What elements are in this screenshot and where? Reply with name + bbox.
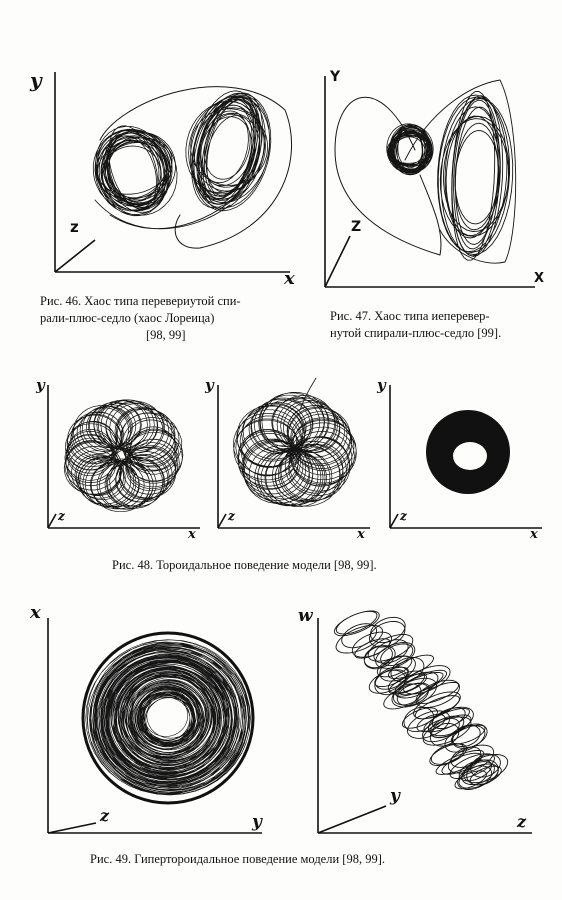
- fig49-loop-b: [413, 691, 461, 720]
- fig48a-label-x: x: [188, 527, 196, 542]
- fig49-panel-a-axes: [47, 618, 262, 834]
- fig46-label-x: x: [284, 268, 295, 289]
- fig49-loop-b: [368, 669, 407, 696]
- fig49-loop-b: [375, 642, 416, 669]
- fig48-torus-c-hole: [453, 442, 487, 470]
- fig47-caption-line1: Рис. 47. Хаос типа иеперевер-: [330, 309, 490, 323]
- fig47-caption: Рис. 47. Хаос типа иеперевер- нутой спир…: [330, 308, 558, 342]
- fig49a-label-y: y: [252, 812, 262, 832]
- fig48c-label-z: z: [400, 509, 407, 523]
- fig48a-label-y: y: [36, 376, 45, 394]
- fig46-caption-line2: рали-плюс-седло (хаос Лореица): [40, 311, 215, 325]
- fig48-torus-a: [63, 399, 184, 513]
- fig47-z-axis: [324, 235, 351, 288]
- fig46-caption: Рис. 46. Хаос типа перевериутой спи- рал…: [40, 293, 298, 344]
- fig46-z-axis: [54, 239, 96, 273]
- fig49-loop-b: [449, 753, 495, 782]
- fig46-lorenz-attractor: [92, 86, 293, 249]
- fig48-torus-b: [232, 377, 357, 507]
- fig48-panel-b-axes: [217, 385, 370, 529]
- fig46-caption-line1: Рис. 46. Хаос типа перевериутой спи-: [40, 294, 241, 308]
- fig46-caption-line3: [98, 99]: [146, 328, 186, 342]
- fig49b-label-w: w: [298, 606, 313, 626]
- fig48c-label-y: y: [377, 376, 386, 394]
- fig46-label-y: y: [30, 68, 42, 92]
- fig47-caption-line2: нутой спирали-плюс-седло [99].: [330, 326, 502, 340]
- fig48-torus-b-curves: [232, 392, 357, 507]
- fig48-caption: Рис. 48. Тороидальное поведение модели […: [112, 558, 377, 572]
- fig49-panel-b-axes: [317, 618, 532, 834]
- fig49-loop-b: [398, 665, 451, 696]
- fig49-outer-ring-a: [81, 631, 255, 805]
- fig48-torus-b-tail: [299, 377, 317, 411]
- fig49a-label-x: x: [30, 602, 41, 623]
- fig47-saddle-orbit: [404, 79, 517, 264]
- fig48-panel-a-axes: [47, 385, 200, 529]
- fig49-loop-b: [376, 655, 416, 682]
- fig46-left-lobe: [92, 125, 178, 217]
- fig49-loop-b: [367, 634, 414, 664]
- fig47-right-loop: [437, 91, 514, 261]
- fig46-cross-orbits: [94, 189, 246, 230]
- fig49-loop-b: [383, 682, 430, 710]
- fig48-panel-c-axes: [389, 385, 542, 529]
- fig47-outer-orbit: [334, 96, 442, 256]
- fig48b-label-z: z: [228, 509, 235, 523]
- fig48a-label-z: z: [58, 509, 65, 523]
- fig49-rings-a: [85, 639, 251, 796]
- fig49-hypertorus-b: [333, 610, 509, 790]
- fig48-torus-c: [426, 410, 510, 494]
- fig47-label-x: X: [534, 271, 545, 286]
- fig48b-label-y: y: [205, 376, 214, 394]
- fig49-hypertorus-a: [81, 631, 255, 805]
- fig49b-label-z: z: [517, 812, 527, 831]
- fig48b-label-x: x: [357, 527, 365, 542]
- fig47-axes: [324, 76, 535, 288]
- fig49-loop-b: [351, 631, 393, 659]
- fig47-spiral-core: [386, 123, 434, 176]
- fig46-outer-orbit: [99, 86, 293, 249]
- fig49-loop-b: [363, 645, 396, 670]
- fig49a-label-z: z: [100, 806, 110, 825]
- fig48-torus-a-curves: [63, 399, 184, 513]
- fig49-loop-b: [429, 743, 467, 766]
- fig47-attractor: [334, 79, 517, 264]
- fig49-caption: Рис. 49. Гипертороидальное поведение мод…: [90, 852, 385, 866]
- fig48c-label-x: x: [530, 527, 538, 542]
- fig49b-label-y: y: [390, 786, 400, 806]
- fig49-loop-b: [458, 761, 499, 789]
- fig49-loop-b: [333, 610, 380, 637]
- fig47-label-y: Y: [330, 69, 341, 85]
- fig46-right-lobe: [185, 90, 272, 212]
- fig46-axes: [54, 72, 290, 273]
- fig46-label-z: z: [70, 218, 79, 236]
- fig47-label-z: Z: [351, 219, 362, 235]
